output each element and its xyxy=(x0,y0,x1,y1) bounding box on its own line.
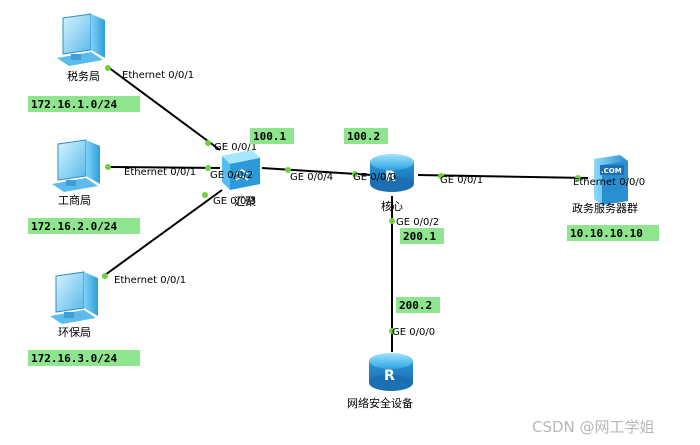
port-dot xyxy=(575,175,581,181)
pc-env-label: 环保局 xyxy=(58,325,91,339)
pc-biz-label: 工商局 xyxy=(58,193,91,207)
ip-agg-core: 100.1 xyxy=(253,130,286,143)
server-icon: .COM xyxy=(594,155,628,205)
ip-tax: 172.16.1.0/24 xyxy=(31,98,117,111)
port-dot xyxy=(205,165,211,171)
svg-text:R: R xyxy=(385,169,396,185)
pc-icon xyxy=(50,271,98,324)
port-dot xyxy=(205,140,211,146)
ip-core-agg: 100.2 xyxy=(347,130,380,143)
port-label: GE 0/0/0 xyxy=(353,172,396,183)
ip-env: 172.16.3.0/24 xyxy=(31,352,117,365)
agg-label: 汇聚 xyxy=(234,195,256,208)
pc-icon xyxy=(57,13,105,66)
port-label: Ethernet 0/0/1 xyxy=(122,70,194,81)
port-label: GE 0/0/1 xyxy=(214,142,257,153)
port-label: Ethernet 0/0/1 xyxy=(124,167,196,178)
server[interactable]: .COM xyxy=(594,155,628,205)
server-label: 政务服务器群 xyxy=(572,201,638,215)
server-badge: .COM xyxy=(601,167,622,175)
pc-env[interactable] xyxy=(50,271,98,324)
port-label: GE 0/0/2 xyxy=(396,217,439,228)
sec-label: 网络安全设备 xyxy=(347,396,413,410)
router-icon: R xyxy=(370,154,414,192)
port-dot xyxy=(438,173,444,179)
link-biz-agg xyxy=(109,166,221,169)
port-label: Ethernet 0/0/0 xyxy=(573,177,645,188)
sec-router[interactable]: R xyxy=(369,353,413,391)
port-dot xyxy=(102,273,108,279)
port-label: Ethernet 0/0/1 xyxy=(114,275,186,286)
port-dot xyxy=(389,328,395,334)
core-router[interactable]: R xyxy=(370,154,414,192)
port-dot xyxy=(105,65,111,71)
link-tax-agg xyxy=(107,66,221,151)
port-dot xyxy=(285,167,291,173)
port-dot xyxy=(352,171,358,177)
ip-biz: 172.16.2.0/24 xyxy=(31,220,117,233)
svg-text:R: R xyxy=(384,368,395,384)
port-label: GE 0/0/1 xyxy=(440,175,483,186)
router-icon: R xyxy=(369,353,413,391)
pc-biz[interactable] xyxy=(52,139,100,192)
ip-sec: 200.2 xyxy=(399,299,432,312)
agg-switch[interactable] xyxy=(222,150,260,190)
ip-core-sec: 200.1 xyxy=(403,230,436,243)
watermark: CSDN @网工学姐 xyxy=(532,418,655,436)
pc-tax-label: 税务局 xyxy=(67,69,100,83)
pc-tax[interactable] xyxy=(57,13,105,66)
ip-labels: 172.16.1.0/24 172.16.2.0/24 172.16.3.0/2… xyxy=(28,96,659,366)
port-dot xyxy=(389,218,395,224)
port-label: GE 0/0/2 xyxy=(210,170,253,181)
core-label: 核心 xyxy=(381,199,403,213)
port-label: GE 0/0/0 xyxy=(392,327,435,338)
port-label: GE 0/0/4 xyxy=(290,172,333,183)
pc-icon xyxy=(52,139,100,192)
link-core-server xyxy=(417,174,589,179)
port-label: GE 0/0/3 xyxy=(213,196,256,207)
links xyxy=(104,66,589,352)
link-env-agg xyxy=(104,189,223,276)
port-dot xyxy=(202,192,208,198)
port-dot xyxy=(105,164,111,170)
ip-server: 10.10.10.10 xyxy=(570,227,643,240)
switch-icon xyxy=(222,150,260,190)
port-dots xyxy=(102,65,581,334)
